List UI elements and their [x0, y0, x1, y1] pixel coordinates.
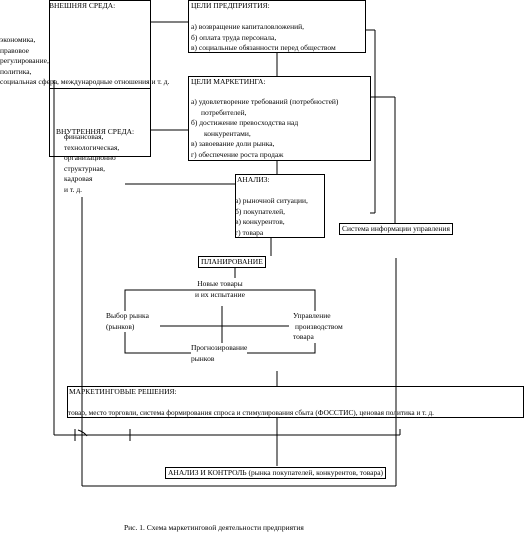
list-item: политика, — [0, 66, 32, 76]
analysis-list: а) рыночной ситуации, б) покупателей, в)… — [235, 196, 308, 238]
list-item: б) оплата труда персонала, — [191, 32, 277, 42]
production-management-label: Управление производством товара — [293, 311, 343, 343]
external-environment-list: экономика, правовое регулирование, полит… — [0, 35, 169, 88]
marketing-decisions-text: товар, место торговли, система формирова… — [68, 408, 435, 417]
list-item: б) покупателей, — [235, 206, 285, 216]
list-item: г) товара — [235, 227, 264, 237]
list-item: а) возвращение капиталовложений, — [191, 22, 304, 31]
marketing-goals-list: а) удовлетворение требований (потребност… — [191, 97, 338, 160]
analysis-title: АНАЛИЗ: — [237, 175, 270, 184]
external-environment-box — [49, 0, 151, 89]
list-item: потребителей, — [201, 107, 247, 117]
list-item: в) завоевание доли рынка, — [191, 139, 275, 148]
list-item: а) удовлетворение требований (потребност… — [191, 97, 339, 106]
marketing-goals-title: ЦЕЛИ МАРКЕТИНГА: — [191, 77, 266, 86]
enterprise-goals-list: а) возвращение капиталовложений, б) опла… — [191, 22, 336, 54]
external-environment-title: ВНЕШНЯЯ СРЕДА: — [49, 1, 116, 10]
list-item: социальная сфера, международные отношени… — [0, 77, 170, 86]
info-system-box: Система информации управления — [339, 223, 453, 235]
marketing-goals-box — [188, 76, 371, 161]
list-item: кадровая — [64, 174, 93, 183]
internal-environment-title: ВНУТРЕННЯЯ СРЕДА: — [56, 127, 135, 136]
list-item: организационно — [64, 153, 116, 162]
figure-caption: Рис. 1. Схема маркетинговой деятельности… — [124, 523, 304, 532]
list-item: правовое — [0, 45, 29, 55]
enterprise-goals-title: ЦЕЛИ ПРЕДПРИЯТИЯ: — [191, 1, 270, 10]
list-item: финансовая, — [64, 132, 104, 141]
market-choice-label: Выбор рынка (рынков) — [106, 311, 149, 332]
list-item: структурная, — [64, 163, 105, 173]
list-item: б) достижение превосходства над — [191, 118, 299, 127]
list-item: г) обеспечение роста продаж — [191, 149, 284, 159]
list-item: в) социальные обязанности перед общество… — [191, 43, 336, 52]
internal-environment-box — [49, 89, 151, 157]
analysis-control-box: АНАЛИЗ И КОНТРОЛЬ (рынка покупателей, ко… — [165, 467, 387, 479]
market-forecasting-label: Прогнозирование рынков — [191, 343, 248, 364]
new-products-label: Новые товары и их испытание — [195, 279, 245, 299]
list-item: регулирование, — [0, 56, 49, 65]
internal-environment-list: финансовая, технологическая, организацио… — [64, 132, 119, 195]
analysis-box — [235, 174, 325, 238]
list-item: технологическая, — [64, 142, 120, 152]
enterprise-goals-box — [188, 0, 366, 53]
planning-title: ПЛАНИРОВАНИЕ — [198, 256, 266, 268]
list-item: а) рыночной ситуации, — [235, 196, 308, 205]
list-item: в) конкурентов, — [235, 217, 285, 226]
marketing-decisions-title: МАРКЕТИНГОВЫЕ РЕШЕНИЯ: — [69, 387, 177, 396]
list-item: и т. д. — [64, 184, 83, 194]
list-item: экономика, — [0, 35, 36, 44]
list-item: конкурентами, — [204, 128, 251, 138]
